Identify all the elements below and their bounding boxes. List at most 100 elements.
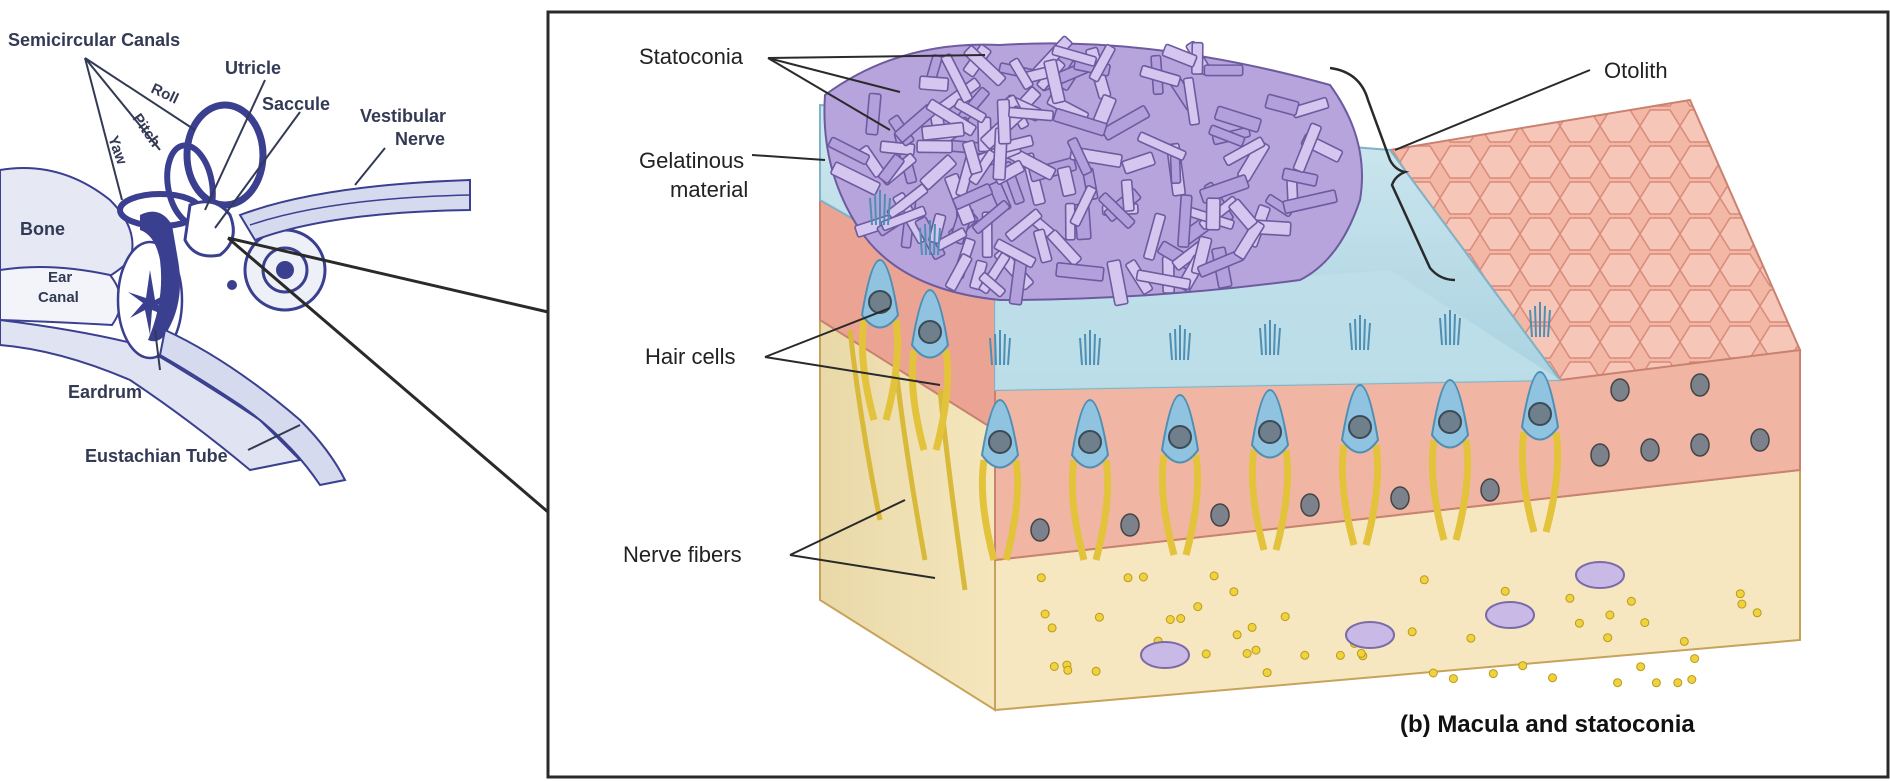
connective-dot bbox=[1252, 646, 1260, 654]
connective-dot bbox=[1614, 679, 1622, 687]
connective-dot bbox=[1124, 574, 1132, 582]
small-dot bbox=[227, 280, 237, 290]
connective-dot bbox=[1606, 611, 1614, 619]
connective-dot bbox=[1566, 594, 1574, 602]
label-utricle: Utricle bbox=[225, 58, 281, 78]
connective-dot bbox=[1738, 600, 1746, 608]
connective-dot bbox=[1429, 669, 1437, 677]
label-material: material bbox=[670, 177, 748, 202]
statoconia-crystal bbox=[866, 93, 881, 135]
connective-dot bbox=[1467, 634, 1475, 642]
label-canal: Canal bbox=[38, 289, 79, 306]
stereocilium bbox=[934, 224, 935, 255]
connective-dot bbox=[1674, 679, 1682, 687]
hair-cell-nucleus bbox=[1079, 431, 1101, 453]
connective-dot bbox=[1575, 619, 1583, 627]
label-hair-cells: Hair cells bbox=[645, 344, 735, 369]
stereocilium bbox=[1004, 334, 1005, 365]
macula-block bbox=[820, 36, 1800, 710]
nucleus bbox=[1691, 434, 1709, 456]
nucleus bbox=[1121, 514, 1139, 536]
connective-dot bbox=[1233, 631, 1241, 639]
stereocilium bbox=[1355, 319, 1356, 350]
connective-dot bbox=[1549, 674, 1557, 682]
nucleus bbox=[1641, 439, 1659, 461]
inner-ear-sketch: Semicircular Canals Utricle Roll Pitch Y… bbox=[0, 30, 470, 485]
stereocilium bbox=[995, 334, 996, 365]
connective-dot bbox=[1194, 603, 1202, 611]
statoconia-crystal bbox=[1121, 180, 1134, 212]
connective-dot bbox=[1691, 655, 1699, 663]
vestibular-nerve bbox=[240, 180, 470, 240]
connective-dot bbox=[1736, 590, 1744, 598]
hair-cell-nucleus bbox=[1349, 416, 1371, 438]
cochlea-core bbox=[276, 261, 294, 279]
nucleus bbox=[1611, 379, 1629, 401]
connective-dot bbox=[1210, 572, 1218, 580]
label-vestibular: Vestibular bbox=[360, 106, 446, 126]
label-statoconia: Statoconia bbox=[639, 44, 744, 69]
stereocilium bbox=[1175, 329, 1176, 360]
stereocilium bbox=[884, 194, 885, 225]
connective-dot bbox=[1604, 634, 1612, 642]
stereocilium bbox=[1535, 306, 1536, 337]
hair-cell-nucleus bbox=[919, 321, 941, 343]
connective-dot bbox=[1753, 609, 1761, 617]
stereocilium bbox=[1265, 324, 1266, 355]
connective-dot bbox=[1680, 637, 1688, 645]
nucleus bbox=[1591, 444, 1609, 466]
connective-cell bbox=[1576, 562, 1624, 588]
label-semicircular-canals: Semicircular Canals bbox=[8, 30, 180, 50]
label-pitch: Pitch bbox=[129, 111, 164, 151]
vestibule bbox=[185, 202, 233, 256]
connective-dot bbox=[1637, 663, 1645, 671]
connective-dot bbox=[1519, 662, 1527, 670]
statoconia-crystal bbox=[1206, 198, 1220, 230]
connective-dot bbox=[1641, 619, 1649, 627]
connective-dot bbox=[1248, 623, 1256, 631]
connective-dot bbox=[1652, 679, 1660, 687]
stereocilium bbox=[1544, 306, 1545, 337]
connective-cell bbox=[1486, 602, 1534, 628]
hair-cell-nucleus bbox=[1529, 403, 1551, 425]
label-bone: Bone bbox=[20, 219, 65, 239]
label-saccule: Saccule bbox=[262, 94, 330, 114]
connective-dot bbox=[1050, 663, 1058, 671]
connective-dot bbox=[1688, 676, 1696, 684]
zoom-lines bbox=[228, 238, 548, 512]
connective-dot bbox=[1336, 651, 1344, 659]
nucleus bbox=[1301, 494, 1319, 516]
nucleus bbox=[1391, 487, 1409, 509]
label-eustachian-tube: Eustachian Tube bbox=[85, 446, 228, 466]
label-eardrum: Eardrum bbox=[68, 382, 142, 402]
connective-dot bbox=[1095, 613, 1103, 621]
statoconia-mass bbox=[824, 36, 1362, 306]
stereocilium bbox=[1364, 319, 1365, 350]
hair-cell-nucleus bbox=[1439, 411, 1461, 433]
connective-dot bbox=[1501, 587, 1509, 595]
connective-dot bbox=[1243, 650, 1251, 658]
label-nerve: Nerve bbox=[395, 129, 445, 149]
hair-cell-nucleus bbox=[989, 431, 1011, 453]
connective-dot bbox=[1301, 651, 1309, 659]
connective-dot bbox=[1627, 597, 1635, 605]
stereocilium bbox=[1094, 334, 1095, 365]
nucleus bbox=[1211, 504, 1229, 526]
connective-dot bbox=[1041, 610, 1049, 618]
connective-dot bbox=[1139, 573, 1147, 581]
statoconia-crystal bbox=[917, 140, 952, 152]
label-gelatinous: Gelatinous bbox=[639, 148, 744, 173]
statoconia-crystal bbox=[997, 99, 1010, 144]
connective-dot bbox=[1357, 649, 1365, 657]
statoconia-crystal bbox=[1204, 65, 1242, 75]
connective-dot bbox=[1177, 615, 1185, 623]
label-nerve-fibers: Nerve fibers bbox=[623, 542, 742, 567]
connective-dot bbox=[1230, 588, 1238, 596]
connective-dot bbox=[1420, 576, 1428, 584]
nucleus bbox=[1481, 479, 1499, 501]
connective-dot bbox=[1092, 667, 1100, 675]
hair-cell-nucleus bbox=[1259, 421, 1281, 443]
connective-dot bbox=[1048, 624, 1056, 632]
connective-dot bbox=[1166, 616, 1174, 624]
